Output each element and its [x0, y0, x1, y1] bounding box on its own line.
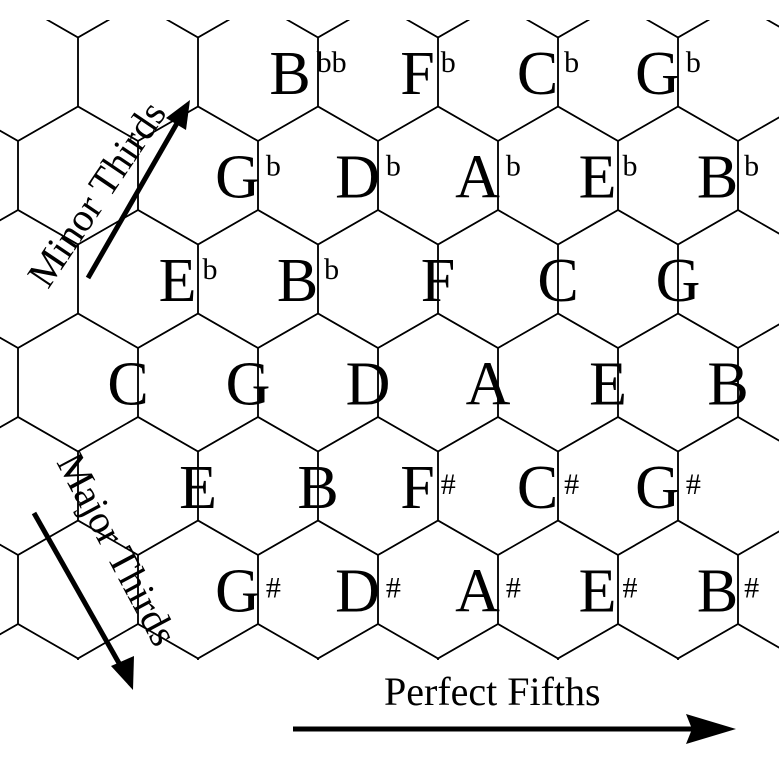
note-label: E — [589, 351, 627, 419]
hex-cell — [0, 0, 18, 38]
note-label: E — [179, 454, 217, 522]
note-label: C — [537, 247, 578, 315]
note-label: G — [656, 247, 701, 315]
note-label: A — [466, 351, 511, 419]
note-label: B — [707, 351, 748, 419]
hex-cell — [525, 20, 591, 39]
hex-cell — [737, 116, 779, 235]
hex-cell — [737, 530, 779, 649]
note-label: B — [297, 454, 338, 522]
hex-cell — [645, 20, 711, 39]
note-label: G# — [635, 454, 701, 522]
hex-cell — [285, 20, 351, 39]
note-label: D — [346, 351, 391, 419]
major-thirds-arrow-head — [111, 656, 134, 690]
hex-cell — [677, 623, 779, 660]
hex-cell — [0, 129, 19, 222]
hex-cell — [197, 623, 319, 660]
hex-cell — [405, 20, 471, 39]
minor-thirds-arrow-head — [166, 100, 190, 130]
hex-cell — [45, 20, 111, 39]
note-label: E# — [579, 558, 638, 626]
perfect-fifths-arrow-head — [686, 714, 736, 744]
hex-cell — [165, 20, 231, 39]
major-thirds-label: Major Thirds — [48, 445, 187, 653]
note-label: G# — [215, 558, 281, 626]
hex-cell — [77, 623, 199, 660]
note-label: C — [107, 351, 148, 419]
perfect-fifths-label: Perfect Fifths — [384, 669, 601, 714]
note-label: B# — [697, 558, 759, 626]
hex-cell — [0, 20, 79, 142]
hex-cell — [765, 20, 779, 28]
note-label: C# — [517, 454, 579, 522]
major-thirds-arrow-shaft — [31, 511, 127, 674]
hex-cell — [0, 336, 19, 429]
hex-cell — [0, 623, 79, 660]
note-label: F — [421, 247, 455, 315]
note-label: G — [226, 351, 271, 419]
minor-thirds-arrow-shaft — [85, 116, 183, 280]
note-label: A# — [455, 558, 521, 626]
note-label: F# — [400, 454, 455, 522]
hex-cell — [737, 323, 779, 442]
hex-cell — [0, 543, 19, 636]
note-label: D# — [335, 558, 401, 626]
